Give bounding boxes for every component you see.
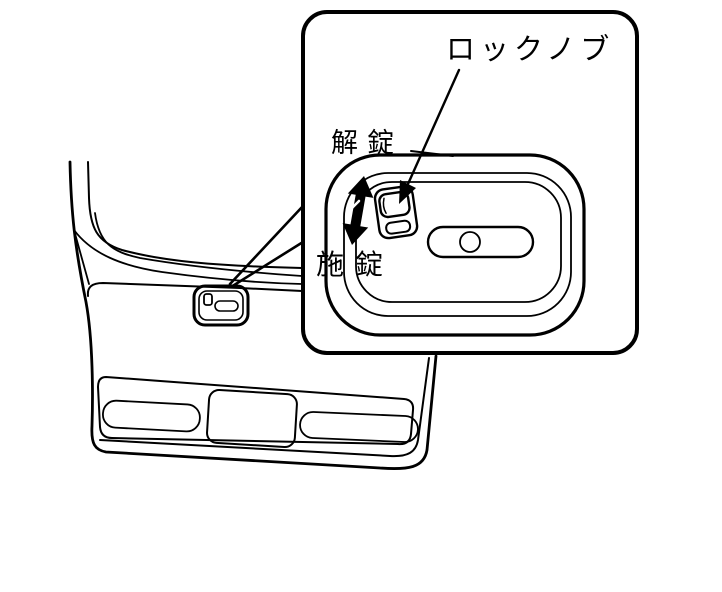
callout-content: [324, 68, 586, 337]
magnified-handle: [426, 225, 535, 259]
lock-label: 施錠: [316, 248, 395, 281]
recess-outer: [192, 284, 250, 327]
window-sill-line-3: [73, 229, 303, 285]
recess-inner: [198, 290, 244, 321]
leader-arrow-line: [406, 68, 461, 186]
window-sill-line-2: [94, 212, 303, 277]
pillar-pinch-line: [73, 229, 90, 285]
up-down-arrow-body: [342, 176, 374, 245]
up-down-arrow-glint: [345, 199, 361, 215]
window-sill-line-1: [87, 161, 303, 269]
up-down-arrow-icon: [342, 176, 374, 245]
tailgate-drawing: [68, 160, 438, 470]
lock-knob-label: ロックノブ: [446, 32, 615, 66]
magnified-handle-keyhole: [459, 231, 481, 253]
magnified-recess-inner: [355, 181, 562, 303]
door-inner-edge: [99, 357, 430, 458]
door-lock-knob-small: [203, 293, 213, 306]
unlock-label-connector: [410, 150, 454, 157]
callout-wedge: [228, 204, 305, 289]
garnish-slot-right: [299, 411, 419, 443]
door-outer-edge: [68, 160, 438, 470]
leader-arrow-head: [399, 180, 416, 204]
door-handle-small: [214, 300, 239, 312]
garnish-slot-left: [102, 399, 201, 433]
lock-knob-plate: [373, 185, 419, 240]
callout-wedge-lower-line: [229, 240, 305, 289]
magnified-recess-middle: [343, 172, 572, 317]
garnish-center-plate: [206, 388, 298, 449]
lock-knob-slot: [385, 219, 412, 235]
unlock-label: 解錠: [331, 128, 403, 159]
leader-arrow-icon: [399, 68, 461, 204]
lock-knob-grip-line: [382, 197, 387, 215]
callout-wedge-upper-line: [228, 204, 305, 286]
lower-garnish-band: [97, 376, 415, 446]
lock-knob-assembly: [373, 185, 419, 240]
door-handle-recess: [192, 284, 250, 327]
panel-top-edge: [86, 282, 303, 297]
lock-knob: [378, 190, 411, 219]
magnified-recess-outer: [324, 153, 586, 337]
